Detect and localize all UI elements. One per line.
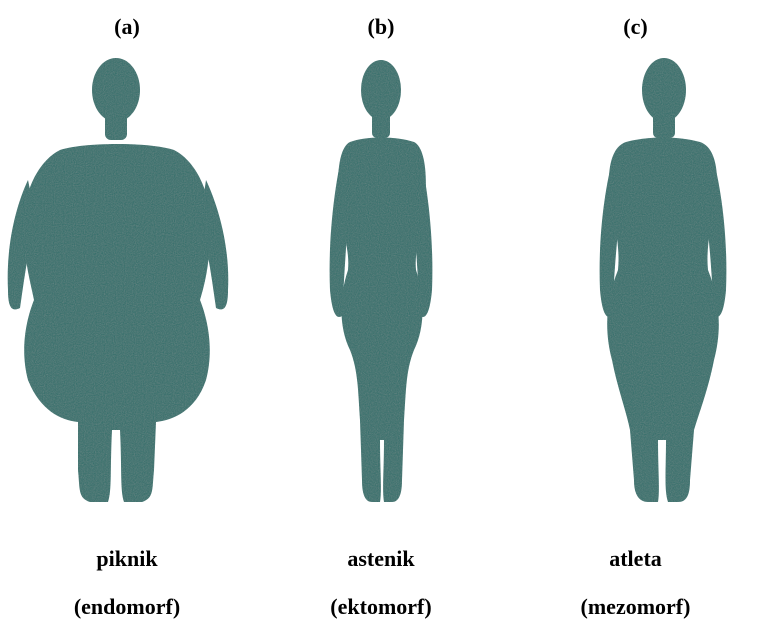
figure-panel-atleta: (c) atleta (mezomorf) <box>508 0 763 619</box>
figure-panel-astenik: (b) astenik (ektomorf) <box>254 0 508 619</box>
silhouette-mesomorph <box>508 50 763 505</box>
type-name-piknik: piknik <box>0 546 254 572</box>
panel-letter-a: (a) <box>0 14 254 40</box>
type-name-astenik: astenik <box>254 546 508 572</box>
type-name-atleta: atleta <box>508 546 763 572</box>
silhouette-ectomorph <box>254 50 508 505</box>
panel-letter-b: (b) <box>254 14 508 40</box>
type-term-mezomorf: (mezomorf) <box>508 596 763 618</box>
panel-letter-c: (c) <box>508 14 763 40</box>
type-term-endomorf: (endomorf) <box>0 596 254 618</box>
silhouette-endomorph <box>0 50 254 505</box>
type-term-ektomorf: (ektomorf) <box>254 596 508 618</box>
figure-panel-piknik: (a) piknik (endomorf) <box>0 0 254 619</box>
